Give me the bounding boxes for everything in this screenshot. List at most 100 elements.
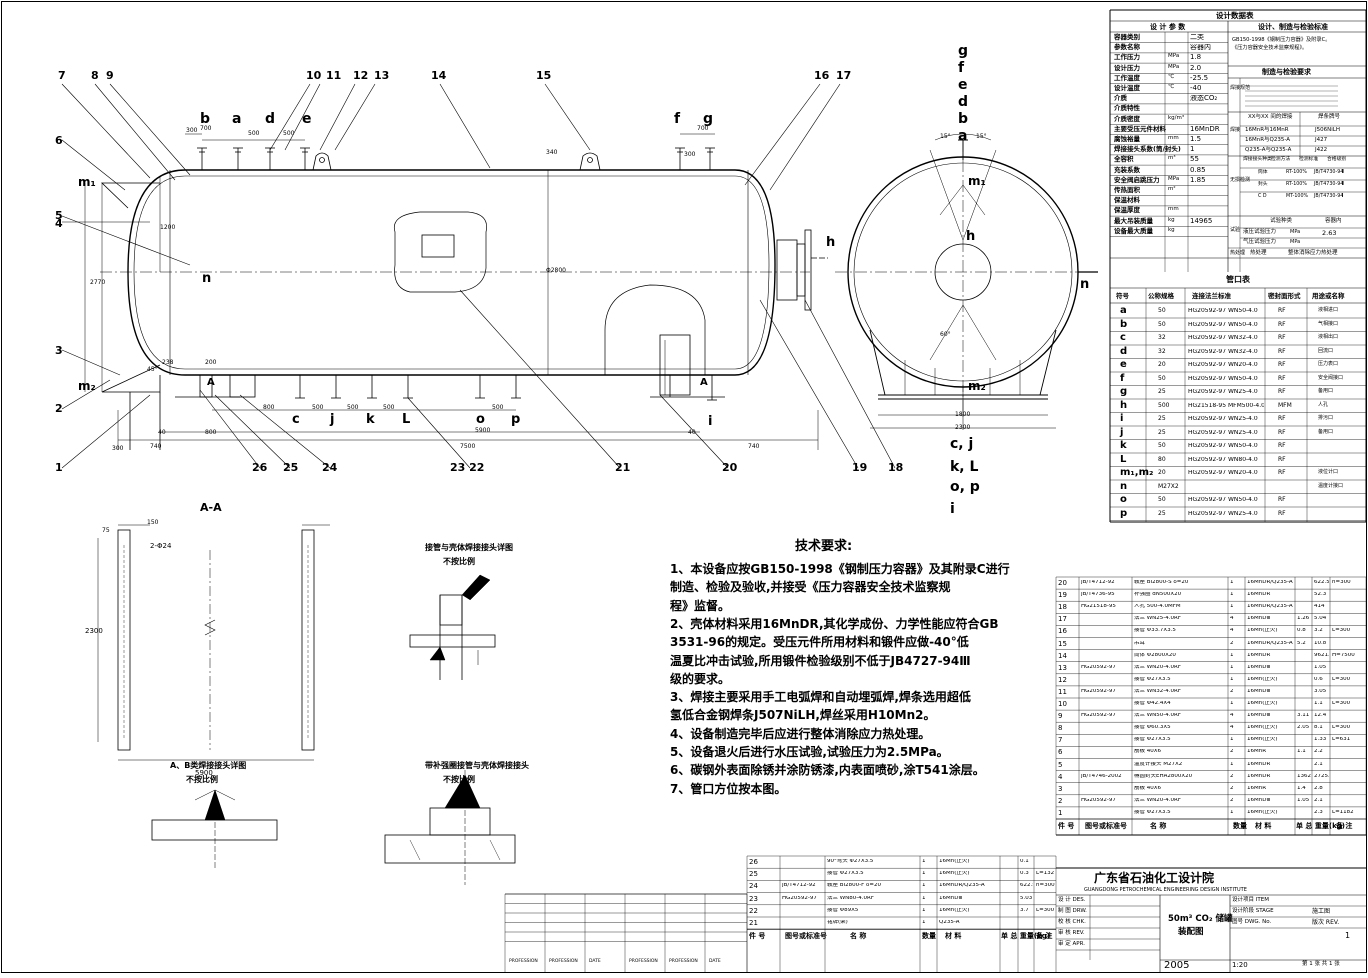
bom-upper-7-3: 1 xyxy=(1230,737,1234,743)
nozzle-label-c: c xyxy=(292,412,300,427)
nozzle-face-0: RF xyxy=(1278,307,1286,314)
nozzle-face-3: RF xyxy=(1278,347,1286,355)
bom-upper-12-4: 16Mn(正火) xyxy=(1247,676,1278,682)
bom-upper-15-5: 5.2 xyxy=(1297,640,1306,646)
bom-lower-header-6: 备 注 xyxy=(1036,932,1053,941)
weld-detail-2 xyxy=(151,789,278,870)
design-unit-5: ℃ xyxy=(1168,84,1175,90)
balloon-10: 10 xyxy=(306,69,322,82)
bom-upper-4-0: 4 xyxy=(1058,773,1063,781)
bom-upper-19-3: 1 xyxy=(1230,592,1234,598)
test-row-name-1: 气压试验压力 xyxy=(1243,239,1277,245)
nozzle-label-p: p xyxy=(511,412,521,427)
tech-line: 氢低合金钢焊条J507NiLH,焊丝采用H10Mn2。 xyxy=(670,708,936,723)
bom-upper-3-4: 16MnR xyxy=(1247,785,1267,791)
ndt-cell-2-2: JB/T4730-94 xyxy=(1314,194,1344,199)
bom-upper-4-3: 2 xyxy=(1230,773,1234,779)
bom-upper-6-3: 2 xyxy=(1230,749,1234,755)
bom-lower-24-7: h=300 xyxy=(1036,883,1055,889)
nozzle-use-13: 温度计接口 xyxy=(1318,482,1344,489)
bom-upper-header-0: 件 号 xyxy=(1058,822,1075,830)
saddles xyxy=(175,374,725,398)
bom-upper-16-0: 16 xyxy=(1058,628,1067,636)
bom-lower-25-0: 25 xyxy=(749,871,758,879)
bom-upper-6-4: 16MnR xyxy=(1247,749,1267,755)
bom-upper-4-6: 2725.6 xyxy=(1314,773,1329,779)
bom-upper-6-5: 1.1 xyxy=(1297,749,1306,755)
bom-upper-14-0: 14 xyxy=(1058,652,1067,660)
section-hole: 2-Φ24 xyxy=(150,542,172,550)
bom-upper-10-2: 接管 Φ42.4X4 xyxy=(1134,701,1171,706)
side-stack-f: f xyxy=(958,60,965,76)
nozzle-sym-10: k xyxy=(1120,440,1127,451)
nozzle-face-11: RF xyxy=(1278,455,1286,463)
bom-lower-23-6: 5.03 xyxy=(1020,895,1033,901)
nozzle-header-4: 用途或名称 xyxy=(1312,292,1345,300)
title-right-value-2: 版次 REV. xyxy=(1312,919,1340,926)
bom-upper-20-0: 20 xyxy=(1058,580,1067,587)
nozzle-sym-15: p xyxy=(1120,507,1128,519)
bom-upper-3-3: 2 xyxy=(1230,785,1234,791)
nozzle-use-9: 备用口 xyxy=(1318,428,1334,435)
nozzle-std-9: HG20592-97 WN25-4.0 xyxy=(1188,429,1258,436)
tech-line: 5、设备退火后进行水压试验,试验压力为2.5MPa。 xyxy=(670,745,949,759)
test-head-1: 容器内 xyxy=(1325,218,1342,224)
dim-d40b: 40 xyxy=(688,429,696,436)
nozzle-use-4: 压力表口 xyxy=(1318,361,1339,367)
bom-upper-13-1: HG20592-97 xyxy=(1081,664,1116,670)
nozzle-std-11: HG20592-97 WN80-4.0 xyxy=(1188,456,1258,463)
manhole-h xyxy=(776,229,828,311)
bom-lower-22-4: 16Mn(正火) xyxy=(939,907,970,913)
balloon-20: 20 xyxy=(722,461,738,474)
design-value-0: 二类 xyxy=(1190,34,1204,41)
bom-lower-21-3: 1 xyxy=(922,920,926,925)
section-title: A-A xyxy=(200,501,222,514)
test-head-0: 试验种类 xyxy=(1270,218,1293,224)
design-param-0: 容器类别 xyxy=(1114,33,1140,41)
bom-upper-header-4: 材 料 xyxy=(1255,822,1272,830)
balloon-21: 21 xyxy=(615,461,631,474)
nozzle-use-12: 液位计口 xyxy=(1318,469,1339,475)
design-unit-17: mm xyxy=(1168,206,1179,213)
side-bottom-0: c, j xyxy=(950,436,974,452)
bom-upper-8-7: L=300 xyxy=(1332,725,1351,731)
marker-h: h xyxy=(826,235,836,250)
tech-line: 级的要求。 xyxy=(670,671,731,686)
balloon-14: 14 xyxy=(431,69,447,82)
bom-upper-7-2: 接管 Φ27X3.5 xyxy=(1134,737,1171,743)
bom-upper-3-5: 1.4 xyxy=(1297,785,1306,791)
top-nozzles xyxy=(197,147,715,171)
nozzle-sym-6: g xyxy=(1120,386,1128,397)
design-unit-2: MPa xyxy=(1168,53,1180,60)
bom-upper-12-7: L=300 xyxy=(1332,676,1351,682)
balloon-6: 6 xyxy=(55,134,63,147)
bom-upper-1-0: 1 xyxy=(1058,809,1063,817)
bom-upper-7-7: L=631 xyxy=(1332,737,1351,743)
dim-d40a: 40 xyxy=(158,429,166,436)
nozzle-std-4: HG20592-97 WN20-4.0 xyxy=(1188,362,1258,368)
design-unit-4: ℃ xyxy=(1168,73,1175,80)
bom-upper-17-0: 17 xyxy=(1058,616,1067,624)
balloon-25: 25 xyxy=(283,461,299,474)
bom-upper-13-4: 16MnDⅢ xyxy=(1247,664,1271,670)
bom-upper-header-2: 名 称 xyxy=(1150,822,1167,830)
bom-lower-header-1: 图号或标准号 xyxy=(785,932,827,941)
balloon-16: 16 xyxy=(814,69,830,82)
section-marker-left: A xyxy=(207,377,215,388)
tech-line: 3531-96的规定。受压元件所用材料和锻件应做-40°低 xyxy=(670,635,969,650)
bom-upper-3-6: 2.8 xyxy=(1314,785,1323,791)
bom-upper-10-7: L=300 xyxy=(1332,701,1351,706)
dimension-lines xyxy=(84,133,819,450)
bom-lower-21-0: 21 xyxy=(749,920,758,927)
bom-upper-8-3: 4 xyxy=(1230,725,1234,731)
bom-lower-25-2: 接管 Φ27X3.5 xyxy=(827,871,864,877)
design-value-18: 14965 xyxy=(1190,217,1213,225)
drawing-name-1: 50m³ CO₂ 储罐 xyxy=(1168,914,1233,924)
nozzle-std-1: HG20592-97 WN50-4.0 xyxy=(1188,321,1258,328)
side-view xyxy=(835,133,1098,430)
dim-a15a: 15° xyxy=(940,133,951,140)
tech-line: 程》监督。 xyxy=(670,598,731,613)
nozzle-sym-8: i xyxy=(1120,413,1124,424)
nozzle-std-3: HG20592-97 WN32-4.0 xyxy=(1188,348,1258,355)
